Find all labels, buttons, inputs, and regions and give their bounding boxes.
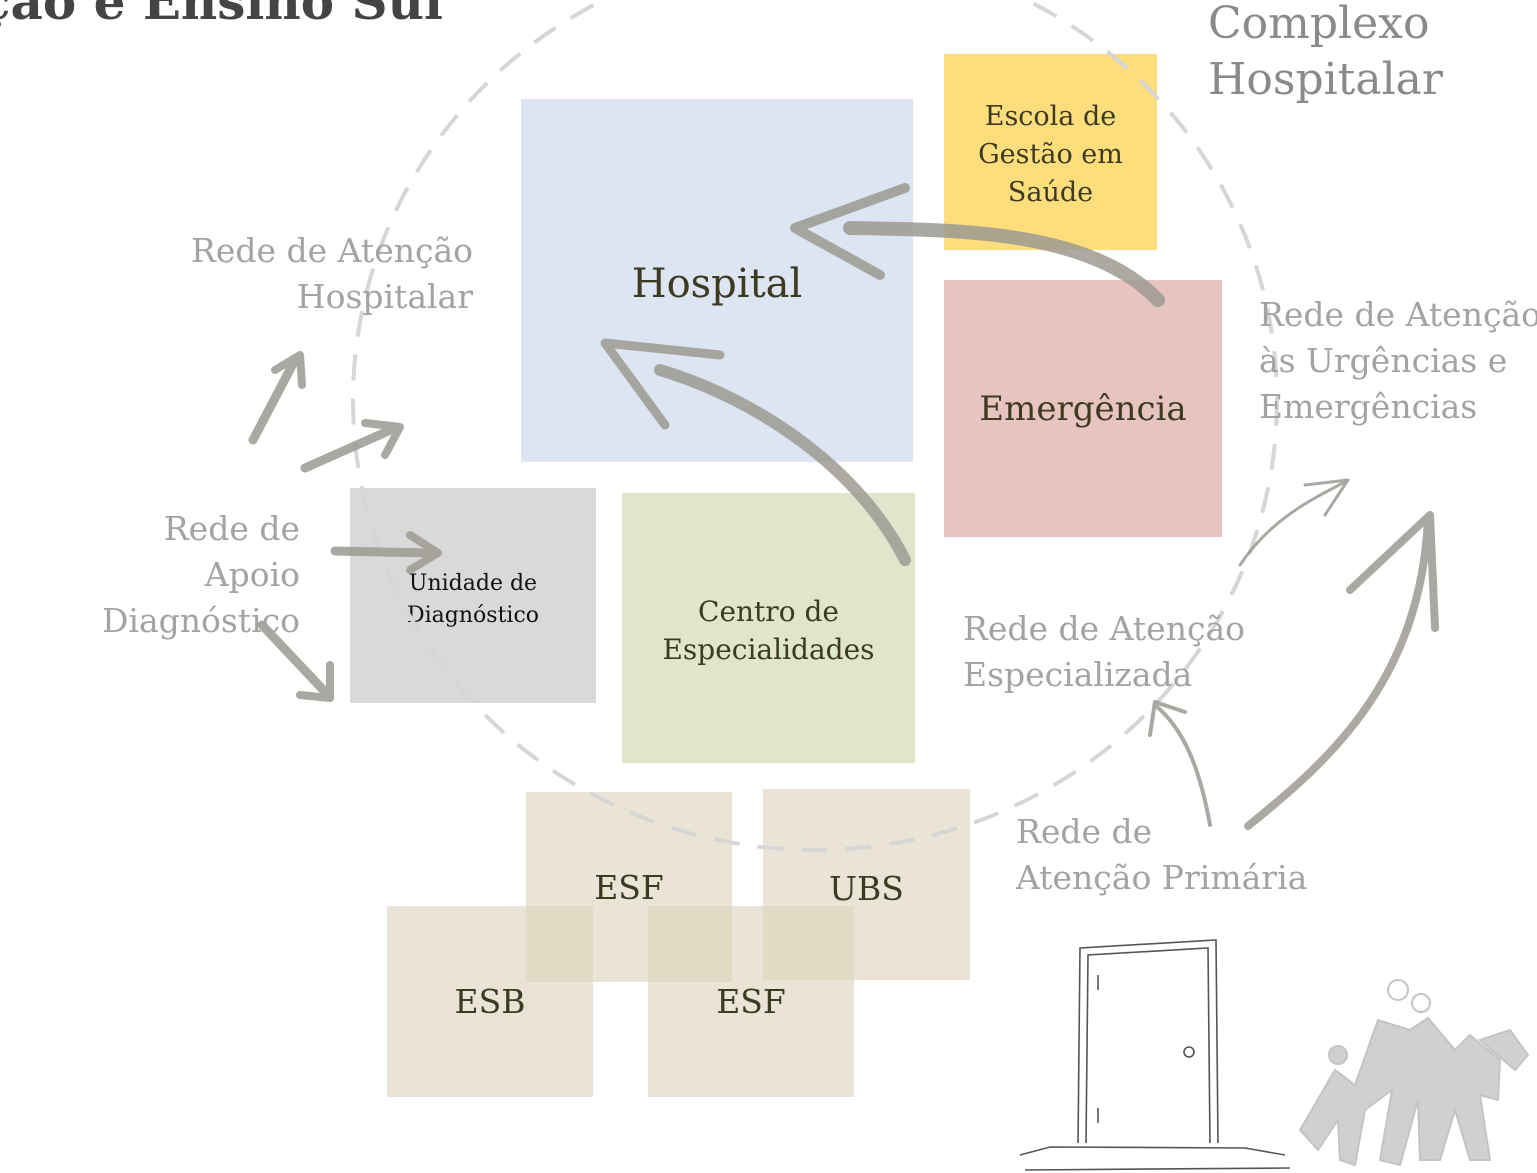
complex-label-line2: Hospitalar	[1208, 54, 1443, 105]
arrow-specialties-hospital	[654, 364, 911, 566]
network-primary-line1: Rede de	[1016, 812, 1153, 851]
network-primary-line2: Atenção Primária	[1016, 858, 1308, 897]
arrow-diag-right	[330, 546, 437, 558]
arrow-primary-urgency	[1244, 516, 1432, 830]
arrow-specialties-hospital-head	[600, 338, 725, 430]
arrow-emergency-hospital-head	[790, 183, 910, 280]
network-specialized-label: Rede de Atenção Especializada	[963, 606, 1245, 698]
network-hospital-label: Rede de Atenção Hospitalar	[120, 228, 473, 320]
arrow-primary-specialized	[1153, 703, 1212, 827]
diagnostic-label-line1: Unidade de	[408, 571, 538, 596]
network-hospital-line2: Hospitalar	[296, 277, 473, 316]
complex-label: Complexo Hospitalar	[1208, 0, 1443, 108]
arrow-primary-urgency-head	[1346, 511, 1439, 632]
network-urgency-label: Rede de Atenção às Urgências e Emergênci…	[1259, 292, 1537, 430]
school-label-line2: Gestão em	[978, 139, 1123, 170]
network-urgency-line3: Emergências	[1259, 387, 1478, 426]
school-label-line1: Escola de	[984, 101, 1117, 132]
arrow-diag-right-head	[406, 531, 442, 574]
emergency-label: Emergência	[979, 388, 1187, 429]
esb-label: ESB	[454, 982, 526, 1021]
network-specialized-line2: Especializada	[963, 655, 1193, 694]
hospital-label: Hospital	[631, 261, 803, 307]
network-diagnostic-line2: Apoio Diagnóstico	[101, 555, 300, 640]
specialties-box: Centro de Especialidades	[622, 493, 915, 763]
school-box: Escola de Gestão em Saúde	[944, 54, 1157, 250]
complex-label-line1: Complexo	[1208, 0, 1430, 49]
family-icon	[1298, 979, 1530, 1167]
door-icon	[1019, 939, 1291, 1171]
arrow-emergency-hospital	[843, 221, 1165, 307]
esb-box: ESB	[387, 906, 593, 1097]
network-specialized-line1: Rede de Atenção	[963, 609, 1245, 648]
esf-top-label: ESF	[594, 867, 664, 907]
diagnostic-label-line2: Diagnóstico	[406, 603, 540, 628]
esf-bottom-label: ESF	[716, 982, 786, 1021]
arrow-diag-down-head	[296, 661, 334, 702]
arrow-diag-up	[248, 355, 300, 445]
ubs-label: UBS	[829, 869, 904, 908]
school-label-line3: Saúde	[1007, 177, 1094, 208]
diagnostic-box: Unidade de Diagnóstico	[350, 488, 596, 703]
network-urgency-line2: às Urgências e	[1259, 341, 1508, 380]
hospital-box: Hospital	[521, 99, 913, 462]
specialties-label-line2: Especialidades	[662, 633, 875, 666]
arrow-diag-right-up	[300, 423, 400, 473]
esf-bottom-box: ESF	[648, 906, 854, 1097]
page-title: ção e Ensino Sul	[0, 0, 443, 31]
network-primary-label: Rede de Atenção Primária	[1016, 809, 1307, 901]
ubs-box: UBS	[763, 789, 970, 980]
arrow-specialized-urgency	[1238, 480, 1347, 567]
arrow-diag-down	[257, 620, 333, 700]
network-diagnostic-label: Rede de Apoio Diagnóstico	[0, 506, 300, 644]
network-hospital-line1: Rede de Atenção	[191, 231, 473, 270]
emergency-box: Emergência	[944, 280, 1222, 537]
specialties-label-line1: Centro de	[698, 595, 839, 628]
arrow-diag-right-up-head	[361, 419, 404, 459]
arrow-specialized-urgency-head	[1303, 478, 1350, 517]
network-diagnostic-line1: Rede de	[163, 509, 300, 548]
network-urgency-line1: Rede de Atenção	[1259, 295, 1537, 334]
arrow-diag-up-head	[271, 351, 306, 389]
complex-boundary-circle	[351, 0, 1279, 852]
arrow-primary-specialized-head	[1148, 700, 1187, 737]
